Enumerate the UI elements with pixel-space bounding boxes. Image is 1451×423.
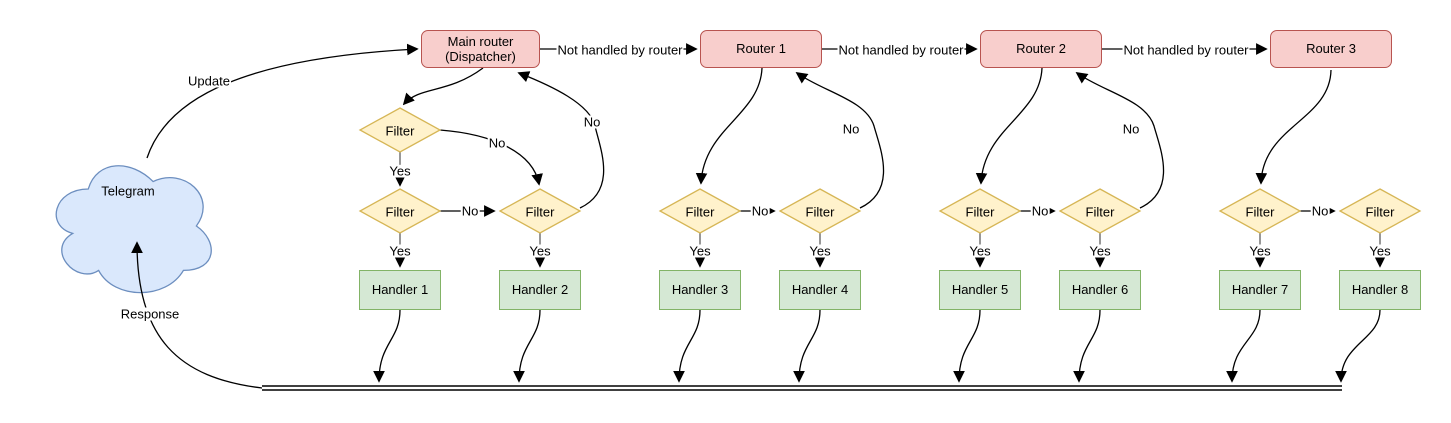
router-3-label: Router 3 [1306,41,1356,57]
edge-label-no-B: No [460,203,480,219]
node-handler-4: Handler 4 [779,270,861,310]
edge-filterG-no-loop [1075,71,1165,209]
filter-label-D: Filter [685,204,715,220]
edge-label-yes-D: Yes [688,243,712,259]
edge-label-yes-H: Yes [1248,243,1272,259]
edge-filterC-no-loop [517,71,605,209]
edge-response [131,241,263,389]
edge-label-update: Update [187,73,231,89]
filter-diamond-D [658,188,742,234]
edge-h3-bus [673,309,701,383]
response-bus-line [262,385,1342,391]
filter-label-I: Filter [1365,204,1395,220]
handler-1-label: Handler 1 [371,282,429,298]
edge-label-yes-E: Yes [808,243,832,259]
edge-h4-bus [793,309,821,383]
filter-diamond-G [1058,188,1142,234]
edge-label-no-F: No [1030,203,1050,219]
handler-3-label: Handler 3 [671,282,729,298]
filter-label-A: Filter [385,123,415,139]
filter-label-B: Filter [385,204,415,220]
node-main-router: Main router (Dispatcher) [421,30,540,68]
node-handler-1: Handler 1 [359,270,441,310]
edge-router2-to-filter [975,67,1043,185]
filter-diamond-A [358,107,442,153]
node-handler-7: Handler 7 [1219,270,1301,310]
filter-diamond-E [778,188,862,234]
edge-label-no-A: No [487,135,507,151]
router-1-label: Router 1 [736,41,786,57]
node-handler-5: Handler 5 [939,270,1021,310]
edge-h2-bus [513,309,541,383]
edge-h8-bus [1335,309,1381,383]
edge-label-yes-A: Yes [388,163,412,179]
edge-router1-to-filter [695,67,763,185]
edge-label-no-E-loop: No [841,121,861,137]
edge-h5-bus [953,309,981,383]
filter-label-C: Filter [525,204,555,220]
edge-label-yes-G: Yes [1088,243,1112,259]
handler-5-label: Handler 5 [951,282,1009,298]
edge-label-no-D: No [750,203,770,219]
handler-4-label: Handler 4 [791,282,849,298]
node-handler-2: Handler 2 [499,270,581,310]
handler-8-label: Handler 8 [1351,282,1409,298]
edge-label-yes-C: Yes [528,243,552,259]
node-handler-6: Handler 6 [1059,270,1141,310]
handler-2-label: Handler 2 [511,282,569,298]
filter-label-E: Filter [805,204,835,220]
main-router-label-line1: Main router [447,33,514,49]
edge-label-response: Response [119,306,181,322]
node-router-3: Router 3 [1270,30,1392,68]
node-router-1: Router 1 [700,30,822,68]
edge-label-yes-I: Yes [1368,243,1392,259]
handler-6-label: Handler 6 [1071,282,1129,298]
handler-7-label: Handler 7 [1231,282,1289,298]
edge-label-yes-B: Yes [388,243,412,259]
node-handler-8: Handler 8 [1339,270,1421,310]
filter-diamond-H [1218,188,1302,234]
filter-diamond-B [358,188,442,234]
filter-label-F: Filter [965,204,995,220]
edge-label-no-C-loop: No [582,114,602,130]
edge-h6-bus [1073,309,1101,383]
edge-label-yes-F: Yes [968,243,992,259]
edge-label-not-handled-2: Not handled by router [837,42,965,58]
edge-filterA-no [439,129,543,186]
telegram-cloud-label: Telegram [101,183,155,199]
edge-main-to-filter [402,67,484,106]
main-router-label-line2: (Dispatcher) [445,49,516,64]
edge-label-no-H: No [1310,203,1330,219]
filter-diamond-F [938,188,1022,234]
filter-label-H: Filter [1245,204,1275,220]
edge-update [146,43,419,159]
router-2-label: Router 2 [1016,41,1066,57]
edge-filterE-no-loop [795,71,885,209]
telegram-cloud-shape [55,165,212,294]
filter-diamond-C [498,188,582,234]
edge-label-no-G-loop: No [1121,121,1141,137]
edge-label-not-handled-3: Not handled by router [1122,42,1250,58]
edge-h1-bus [373,309,401,383]
filter-diamond-I [1338,188,1422,234]
edge-router3-to-filter [1255,69,1332,185]
node-handler-3: Handler 3 [659,270,741,310]
filter-label-G: Filter [1085,204,1115,220]
edge-h7-bus [1226,309,1261,383]
node-router-2: Router 2 [980,30,1102,68]
edge-label-not-handled-1: Not handled by router [556,42,684,58]
